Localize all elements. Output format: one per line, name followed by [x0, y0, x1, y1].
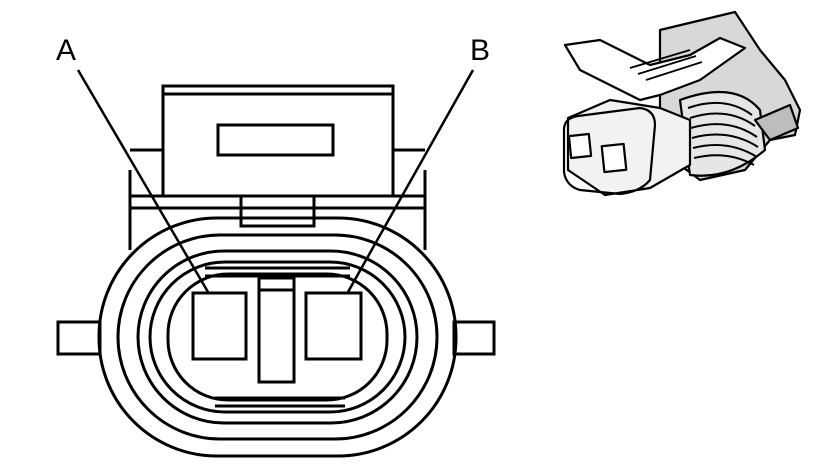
center-key: [239, 194, 316, 228]
outer-housing: [97, 216, 458, 458]
left-ear: [56, 320, 102, 356]
leader-line-b: [346, 69, 475, 293]
terminal-a: [191, 291, 248, 361]
connector-perspective-view: [562, 10, 802, 197]
locking-tab: [161, 84, 395, 198]
front-cavity-2: [600, 142, 628, 174]
front-nose: [566, 98, 692, 197]
latch-ribs: [629, 49, 703, 81]
seal-ring-3: [148, 260, 407, 414]
terminal-b: [304, 291, 363, 361]
boot-ribs: [687, 101, 759, 166]
side-flange: [753, 103, 800, 142]
right-ear: [452, 320, 496, 356]
front-face-outline: [562, 106, 657, 196]
cavity-outline: [166, 272, 389, 402]
pin-b-label: B: [470, 34, 490, 67]
pin-a-label: A: [56, 34, 76, 67]
leader-line-a: [76, 69, 210, 293]
seal-ring-1: [116, 233, 439, 441]
connector-face-view: [56, 84, 496, 458]
lock-slot: [216, 123, 335, 157]
seal-ring-2: [136, 249, 419, 425]
front-cavity-1: [567, 132, 593, 160]
center-divider: [257, 276, 296, 384]
